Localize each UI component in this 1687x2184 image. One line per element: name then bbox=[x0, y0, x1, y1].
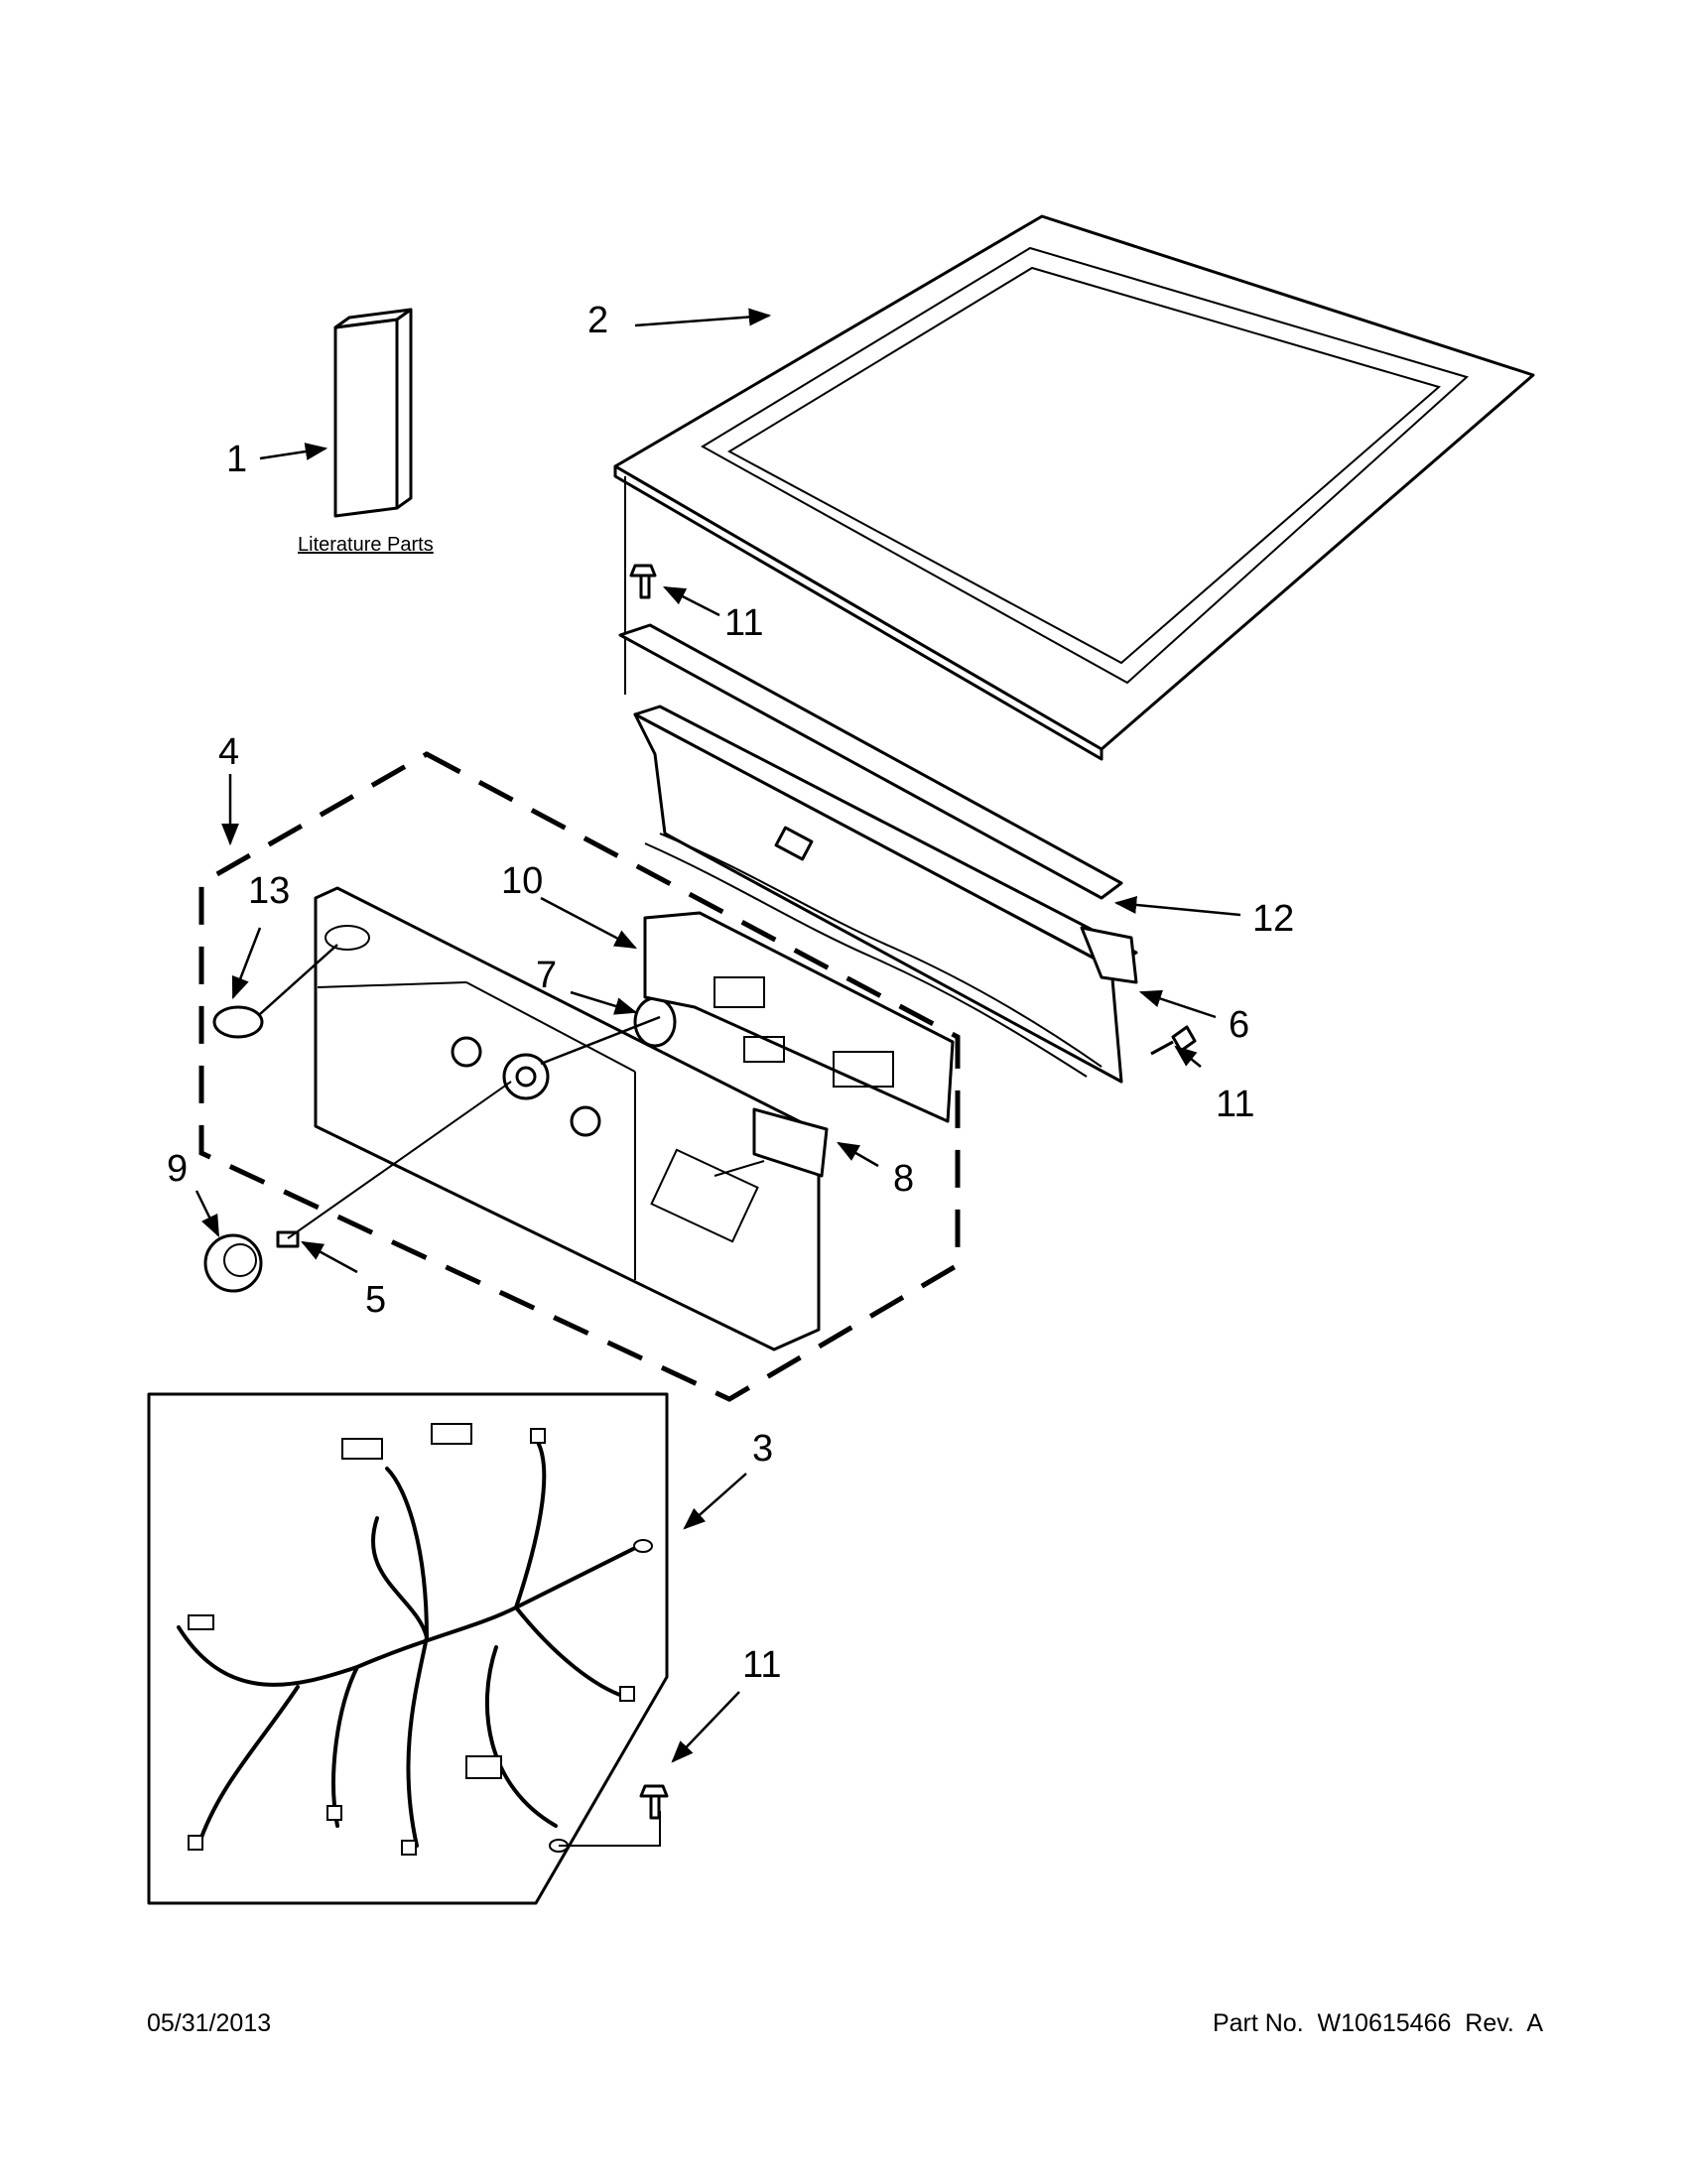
screw-top bbox=[629, 564, 657, 599]
callout-11-harness: 11 bbox=[742, 1644, 781, 1686]
callout-6: 6 bbox=[1229, 1004, 1249, 1046]
top-panel bbox=[613, 214, 1535, 761]
callout-7: 7 bbox=[536, 955, 557, 996]
leader-lines bbox=[195, 308, 1241, 1763]
callout-4: 4 bbox=[218, 731, 239, 773]
callout-1: 1 bbox=[226, 439, 247, 480]
callout-10: 10 bbox=[501, 860, 543, 902]
callout-13: 13 bbox=[248, 870, 290, 912]
screw-harness bbox=[639, 1784, 669, 1820]
console-bracket bbox=[618, 623, 1138, 1084]
callout-5: 5 bbox=[365, 1279, 386, 1321]
wiring-harness bbox=[147, 1392, 669, 1905]
callout-8: 8 bbox=[893, 1158, 914, 1200]
callout-11-top: 11 bbox=[724, 602, 763, 644]
literature-booklet: Literature Parts bbox=[298, 308, 434, 556]
console-panel bbox=[314, 886, 821, 1351]
callout-12: 12 bbox=[1252, 898, 1294, 940]
logo-badge bbox=[212, 944, 338, 1039]
control-knob bbox=[203, 1233, 263, 1293]
callout-labels: 1 2 11 4 13 10 7 12 6 11 9 8 5 3 11 bbox=[167, 300, 1294, 1686]
footer-date: 05/31/2013 bbox=[147, 2009, 271, 2037]
literature-parts-label: Literature Parts bbox=[298, 534, 434, 556]
callout-9: 9 bbox=[167, 1148, 188, 1190]
keypad-cover bbox=[714, 1107, 829, 1178]
knob-clip bbox=[276, 1081, 512, 1248]
callout-3: 3 bbox=[752, 1428, 773, 1470]
callout-2: 2 bbox=[587, 300, 608, 341]
screw-right bbox=[1150, 1025, 1197, 1056]
callout-11-right: 11 bbox=[1216, 1084, 1254, 1125]
control-board bbox=[643, 911, 955, 1123]
footer-part-number: Part No. W10615466 Rev. A bbox=[1213, 2009, 1543, 2037]
console-assembly-boundary bbox=[198, 751, 961, 1402]
